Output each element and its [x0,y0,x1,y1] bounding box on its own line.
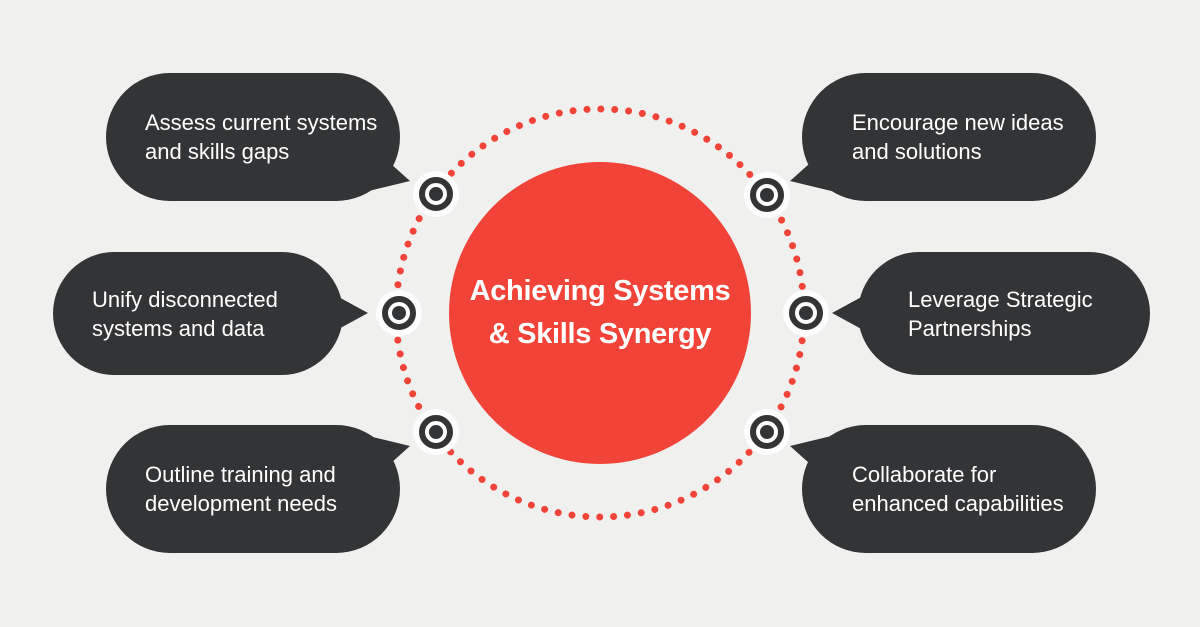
bubble-unify: Unify disconnected systems and data [53,252,343,375]
central-circle: Achieving Systems & Skills Synergy [449,162,751,464]
central-title-line2: & Skills Synergy [488,318,712,350]
page-title: Achieving Systems & Skills Synergy [470,270,731,356]
bullseye-icon [413,409,459,455]
bubble-collaborate-line2: enhanced capabilities [852,491,1064,516]
bubble-collaborate-line1: Collaborate for [852,462,997,487]
bubble-assess-line2: and skills gaps [145,139,290,164]
bullseye-icon [744,409,790,455]
bubble-leverage-line1: Leverage Strategic [908,286,1093,312]
bubble-outline-line1: Outline training and [145,462,336,487]
bullseye-icon [413,171,459,217]
bullseye-icon [376,290,422,336]
central-title-line1: Achieving Systems [469,275,731,307]
bubble-encourage-line1: Encourage new ideas [852,110,1064,135]
bubble-leverage: Leverage Strategic Partnerships [858,252,1150,375]
bubble-encourage: Encourage new ideas and solutions [802,73,1096,201]
bullseye-icon [783,290,829,336]
bubble-assess: Assess current systems and skills gaps [106,73,400,201]
bubble-outline-line2: development needs [145,491,338,516]
bubble-leverage-line2: Partnerships [908,315,1032,341]
bubble-collaborate: Collaborate for enhanced capabilities [802,425,1096,553]
bubble-assess-line1: Assess current systems [145,110,378,135]
bubble-outline: Outline training and development needs [106,425,400,553]
bubble-unify-line2: systems and data [92,315,265,341]
bubble-unify-line1: Unify disconnected [92,286,278,312]
bubble-encourage-line2: and solutions [852,139,982,164]
bullseye-icon [744,172,790,218]
